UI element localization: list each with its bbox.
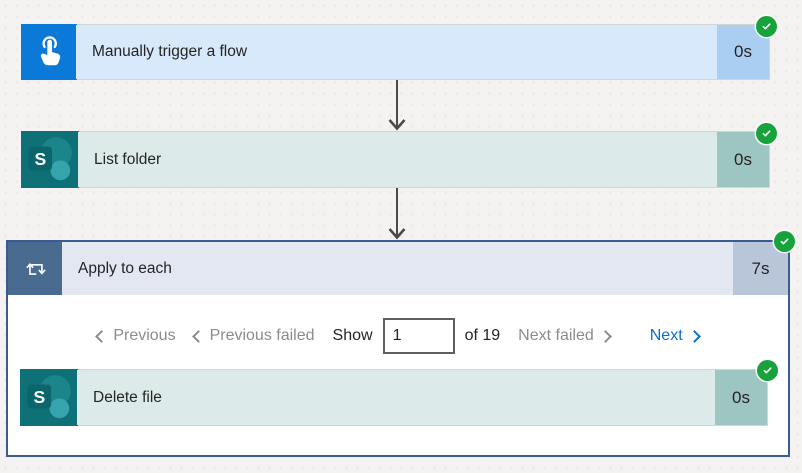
list-folder-card-title: List folder: [78, 132, 717, 187]
next-iteration-button[interactable]: Next: [649, 327, 701, 345]
connector-arrow: [388, 80, 406, 131]
previous-failed-label: Previous failed: [209, 327, 315, 344]
apply-to-each-scope: Apply to each 7s Previous Previous faile…: [6, 231, 795, 457]
trigger-card-title: Manually trigger a flow: [76, 25, 717, 79]
apply-to-each-loop-icon: [8, 242, 62, 295]
apply-to-each-header[interactable]: Apply to each 7s: [8, 242, 788, 295]
next-failed-iteration-button[interactable]: Next failed: [518, 327, 612, 345]
sharepoint-icon: S: [21, 131, 79, 188]
of-total-label: of 19: [464, 327, 501, 344]
delete-file-card[interactable]: S Delete file 0s: [20, 360, 778, 426]
chevron-right-icon: [598, 329, 612, 343]
sharepoint-icon: S: [20, 369, 78, 426]
sharepoint-letter: S: [34, 149, 46, 169]
success-check-icon: [756, 16, 777, 37]
sharepoint-letter: S: [33, 387, 45, 407]
show-label: Show: [332, 327, 373, 344]
list-folder-card[interactable]: S List folder 0s: [21, 123, 777, 188]
chevron-right-icon: [687, 329, 701, 343]
next-label: Next: [649, 327, 683, 344]
success-check-icon: [756, 123, 777, 144]
chevron-left-icon: [95, 329, 109, 343]
previous-iteration-button[interactable]: Previous: [95, 327, 176, 345]
success-check-icon: [757, 360, 778, 381]
iteration-pagination: Previous Previous failed Show of 19 Next…: [8, 316, 788, 356]
trigger-card[interactable]: Manually trigger a flow 0s: [21, 16, 777, 80]
next-failed-label: Next failed: [518, 327, 594, 344]
delete-file-card-title: Delete file: [77, 370, 715, 425]
success-check-icon: [774, 231, 795, 252]
previous-failed-iteration-button[interactable]: Previous failed: [191, 327, 315, 345]
iteration-selector: Show of 19: [332, 318, 501, 354]
iteration-number-input[interactable]: [382, 318, 455, 354]
apply-to-each-title: Apply to each: [78, 259, 172, 277]
manual-touch-icon: [21, 24, 77, 80]
chevron-left-icon: [191, 329, 205, 343]
delete-file-card-duration: 0s: [715, 370, 767, 425]
previous-label: Previous: [113, 327, 176, 344]
connector-arrow: [388, 188, 406, 240]
